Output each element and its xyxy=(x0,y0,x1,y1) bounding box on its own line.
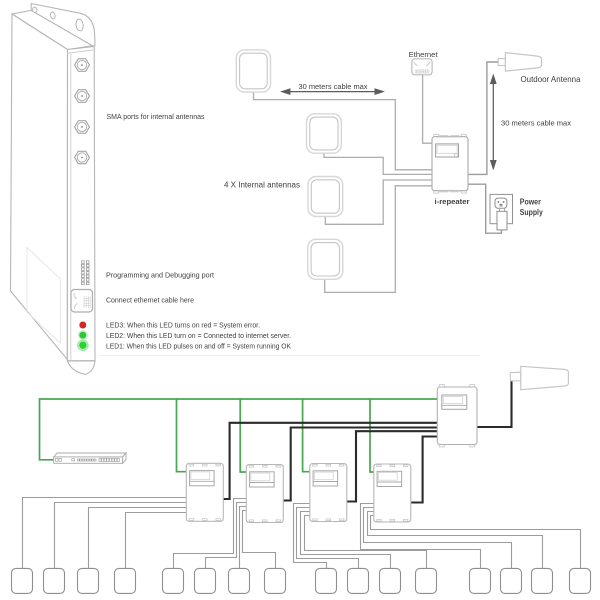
svg-text:30 meters cable max: 30 meters cable max xyxy=(299,82,368,91)
svg-text:Supply: Supply xyxy=(520,208,544,217)
svg-text:Connect ethernet cable here: Connect ethernet cable here xyxy=(106,296,194,305)
svg-text:LED1: When this LED pulses on: LED1: When this LED pulses on and off = … xyxy=(106,344,291,351)
svg-text:Outdoor Antenna: Outdoor Antenna xyxy=(521,75,582,84)
svg-text:Programming and Debugging port: Programming and Debugging port xyxy=(106,271,214,280)
svg-text:LED2: When this LED turn on =: LED2: When this LED turn on = Connected … xyxy=(106,333,291,340)
svg-text:Power: Power xyxy=(520,198,541,207)
svg-text:SMA ports for internal antenna: SMA ports for internal antennas xyxy=(107,112,205,121)
svg-text:Ethernet: Ethernet xyxy=(409,50,439,59)
svg-text:i-repeater: i-repeater xyxy=(435,197,470,206)
svg-text:30 meters cable max: 30 meters cable max xyxy=(501,118,571,127)
svg-text:LED3: When this LED turns on: LED3: When this LED turns on red = Syste… xyxy=(106,322,260,329)
svg-text:4 X Internal antennas: 4 X Internal antennas xyxy=(224,180,300,189)
